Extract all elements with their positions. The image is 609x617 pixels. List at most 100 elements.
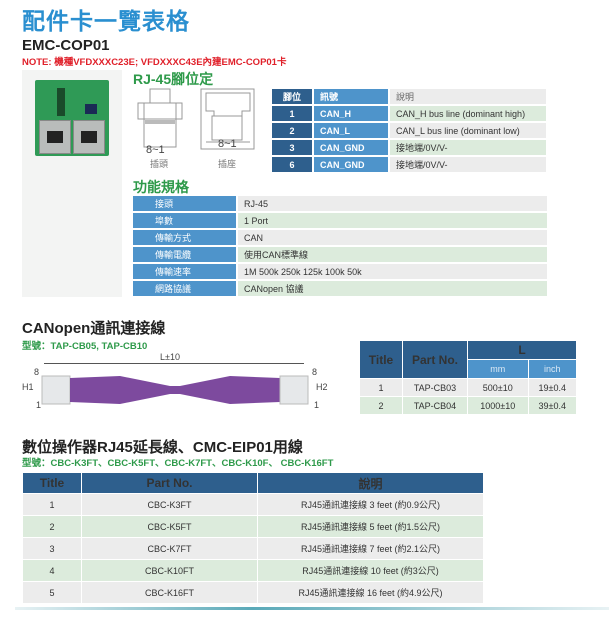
col-inch: inch	[528, 360, 576, 378]
cell: RJ45通訊連接線 3 feet (約0.9公尺)	[300, 500, 441, 510]
cell: CBC-K5FT	[147, 521, 192, 532]
cell: RJ45通訊連接線 5 feet (約1.5公尺)	[300, 522, 441, 532]
length-line	[44, 363, 304, 364]
rj45-port-icon	[39, 120, 71, 154]
pin8-left: 8	[34, 367, 40, 377]
col-part: Part No.	[403, 341, 467, 378]
table-row: 4 CBC-K10FT RJ45通訊連接線 10 feet (約3公尺)	[23, 560, 483, 581]
desc: 接地端/0V/V-	[390, 157, 546, 172]
cell: CBC-K10FT	[144, 565, 194, 576]
signal: CAN_GND	[314, 140, 388, 155]
col-length: L	[468, 341, 576, 359]
spec-label: 傳輸速率	[133, 264, 236, 279]
specs-heading: 功能規格	[133, 179, 189, 195]
table-header: Title Part No. L	[360, 341, 576, 378]
spec-label: 網路協議	[133, 281, 236, 296]
card-note: NOTE: 機種VFDXXXC23E; VFDXXXC43E內建EMC-COP0…	[22, 57, 287, 68]
card-photo	[22, 70, 122, 297]
rj45-port-icon	[73, 120, 105, 154]
pin8-right: 8	[312, 367, 318, 377]
cell: RJ45通訊連接線 16 feet (約4.9公尺)	[298, 588, 443, 598]
pin1-left: 1	[36, 400, 42, 410]
cell: 4	[49, 565, 55, 576]
desc: CAN_L bus line (dominant low)	[390, 123, 546, 138]
h1-label: H1	[22, 382, 34, 392]
jack-range: 8~1	[218, 138, 237, 150]
spec-label: 傳輸方式	[133, 230, 236, 245]
canopen-heading: CANopen通訊連接線	[22, 320, 166, 337]
card-model: EMC-COP01	[22, 37, 110, 54]
signal: CAN_H	[314, 106, 388, 121]
spec-value: CAN	[238, 230, 547, 245]
col-title: Title	[360, 341, 402, 378]
spec-label: 埠數	[133, 213, 236, 228]
cell: RJ45通訊連接線 7 feet (約2.1公尺)	[300, 544, 441, 554]
spec-value: 1 Port	[238, 213, 547, 228]
pin1-right: 1	[314, 400, 320, 410]
cell: 1	[49, 499, 55, 510]
cell: 2	[49, 521, 55, 532]
spec-label: 傳輸電纜	[133, 247, 236, 262]
col-part: Part No.	[82, 473, 257, 493]
table-header: Title Part No. 說明	[23, 473, 483, 493]
table-header: 腳位 訊號 說明	[272, 89, 546, 104]
page-title: 配件卡一覽表格	[22, 8, 190, 34]
cell: CBC-K7FT	[147, 543, 192, 554]
pcb-image	[35, 80, 109, 156]
cell: 500±10	[482, 382, 513, 393]
signal: CAN_GND	[314, 157, 388, 172]
col-signal: 訊號	[314, 89, 388, 104]
rj45-jack-icon	[200, 88, 255, 150]
table-row: 5 CBC-K16FT RJ45通訊連接線 16 feet (約4.9公尺)	[23, 582, 483, 603]
cell: 19±0.4	[538, 382, 566, 393]
cell: TAP-CB03	[413, 382, 457, 393]
cell: 5	[49, 587, 55, 598]
cell: 1000±10	[480, 400, 516, 411]
spec-value: 1M 500k 250k 125k 100k 50k	[238, 264, 547, 279]
rj45-plug-icon	[137, 88, 183, 148]
signal: CAN_L	[314, 123, 388, 138]
extension-models: 型號：CBC-K3FT、CBC-K5FT、CBC-K7FT、CBC-K10F、 …	[22, 458, 334, 469]
pin: 3	[272, 140, 312, 155]
col-pin: 腳位	[272, 89, 312, 104]
cell: TAP-CB04	[413, 400, 457, 411]
jack-label: 插座	[218, 159, 237, 169]
pin: 1	[272, 106, 312, 121]
spec-value: RJ-45	[238, 196, 547, 211]
spec-label: 接頭	[133, 196, 236, 211]
cell: CBC-K16FT	[144, 587, 194, 598]
table-row: 1 TAP-CB03 500±10 19±0.4	[360, 379, 576, 396]
cell: 1	[378, 382, 384, 393]
col-title: Title	[23, 473, 81, 493]
desc: CAN_H bus line (dominant high)	[390, 106, 546, 121]
spec-value: CANopen 協議	[238, 281, 547, 296]
cable-image	[41, 375, 309, 405]
spec-value: 使用CAN標準線	[238, 247, 547, 262]
col-desc: 說明	[390, 89, 546, 104]
table-row: 2 CBC-K5FT RJ45通訊連接線 5 feet (約1.5公尺)	[23, 516, 483, 537]
table-row: 傳輸電纜使用CAN標準線	[133, 247, 547, 262]
table-subheader: mm inch	[360, 360, 576, 378]
cell: RJ45通訊連接線 10 feet (約3公尺)	[302, 566, 439, 576]
canopen-table: Title Part No. L mm inch 1 TAP-CB03 500±10…	[359, 340, 577, 415]
length-label: L±10	[160, 352, 180, 362]
pin: 2	[272, 123, 312, 138]
cell: 2	[378, 400, 384, 411]
pin: 6	[272, 157, 312, 172]
extension-heading: 數位操作器RJ45延長線、CMC-EIP01用線	[22, 439, 303, 456]
cell: 39±0.4	[538, 400, 566, 411]
table-row: 2 TAP-CB04 1000±10 39±0.4	[360, 397, 576, 414]
